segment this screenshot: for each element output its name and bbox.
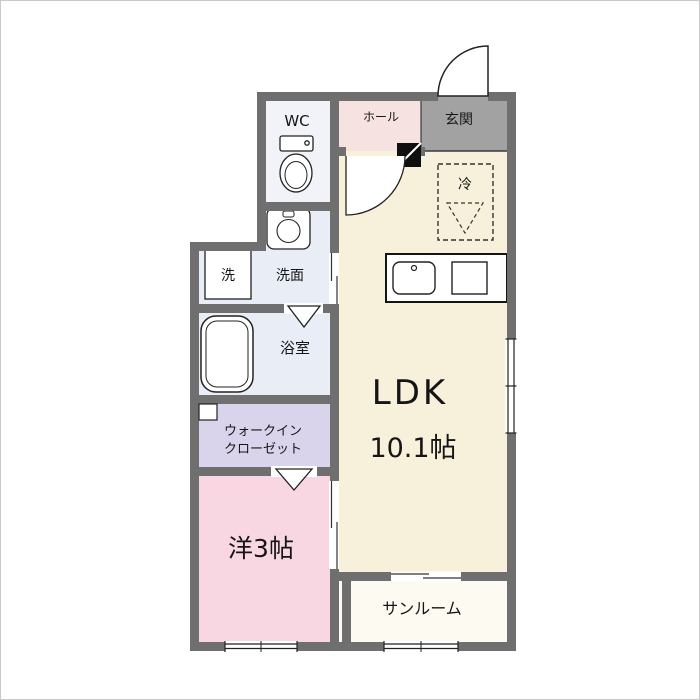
ldk-label-line2: 10.1帖 <box>369 433 456 464</box>
entrance-door-arc <box>437 45 489 97</box>
laundry-label: 洗 <box>221 268 235 284</box>
ldk-right-window <box>505 338 517 434</box>
kitchen-counter <box>385 253 508 303</box>
hall-ldk-door-arc <box>345 155 406 216</box>
kitchen-sink-icon <box>392 261 436 295</box>
closet-label-line2: クローゼット <box>224 442 302 457</box>
hall-label: ホール <box>363 110 399 124</box>
closet-opening-marker <box>271 466 317 491</box>
fridge-label: 冷 <box>458 177 472 193</box>
sunroom-bottom-window <box>383 641 459 652</box>
wc-label: WC <box>284 112 309 130</box>
bedroom-floor <box>190 467 338 651</box>
genkan-label: 玄関 <box>445 111 473 128</box>
stove-icon <box>451 261 488 295</box>
walls <box>190 92 516 651</box>
pipe-duct-box <box>198 403 218 421</box>
bath-label: 浴室 <box>280 339 310 357</box>
vanity-sink-icon <box>266 207 311 250</box>
bedroom-sliding-door <box>329 481 339 569</box>
bedroom-bottom-window <box>224 641 298 652</box>
closet-label-line1: ウォークイン <box>224 424 302 439</box>
ldk-floor <box>330 147 516 581</box>
washroom-sliding-door <box>329 253 339 304</box>
sunroom-sliding-door <box>391 571 461 582</box>
genkan-floor <box>421 92 511 151</box>
bathtub-icon <box>200 315 254 393</box>
washroom-label: 洗面 <box>276 268 304 284</box>
sunroom-label: サンルーム <box>382 599 462 618</box>
bath-opening-marker <box>284 303 323 329</box>
sunroom-floor <box>338 572 516 651</box>
toilet-icon <box>279 135 314 193</box>
ldk-label-line1: LDK <box>372 373 448 413</box>
refrigerator-space <box>437 163 494 241</box>
faucet-icon <box>410 264 418 272</box>
bedroom-label: 洋3帖 <box>228 534 294 563</box>
hall-floor <box>334 92 421 151</box>
